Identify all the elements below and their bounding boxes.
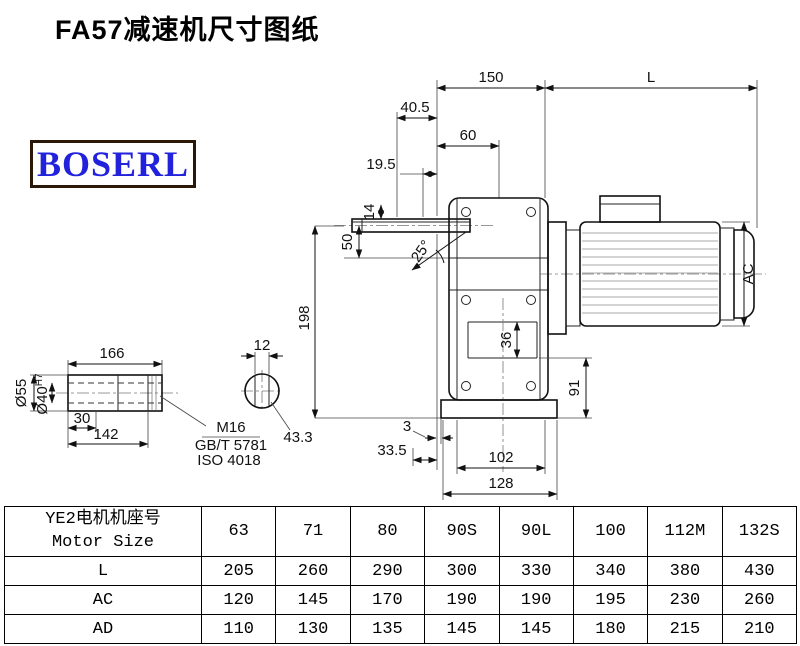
logo-text: BOSERL — [36, 144, 190, 184]
size-col: 132S — [721, 506, 798, 557]
table-cell: 205 — [200, 556, 277, 586]
input-shaft: 14 50 25° 198 — [296, 204, 494, 419]
thread-gbt-label: GB/T 5781 — [195, 437, 267, 454]
thread-M16-label: M16 — [216, 419, 245, 436]
table-cell: 170 — [349, 585, 426, 615]
table-cell: 260 — [721, 585, 798, 615]
motor-size-table: YE2电机机座号 Motor Size 63 71 80 90S 90L 100… — [4, 506, 798, 644]
dim-40H7-label: Ø40H7 — [34, 373, 51, 415]
table-row-L: L 205 260 290 300 330 340 380 430 — [4, 556, 798, 586]
table-cell: 130 — [275, 614, 351, 644]
dim-60-label: 60 — [460, 127, 477, 144]
bottom-dimensions: 3 33.5 102 128 — [377, 418, 558, 500]
size-col: 63 — [200, 506, 277, 557]
table-cell: 290 — [349, 556, 426, 586]
table-cell: 190 — [498, 585, 574, 615]
table-cell: 330 — [498, 556, 574, 586]
dim-166-label: 166 — [99, 345, 124, 362]
dim-142-label: 142 — [93, 426, 118, 443]
size-col: 100 — [572, 506, 649, 557]
dim-19-5-label: 19.5 — [366, 156, 395, 173]
technical-drawing: 150 L 40.5 60 19.5 14 50 25° 198 — [13, 69, 766, 500]
table-row-AC: AC 120 145 170 190 190 195 230 260 — [4, 585, 798, 615]
dim-198-label: 198 — [296, 305, 313, 330]
dim-102-label: 102 — [488, 449, 513, 466]
table-header-row: YE2电机机座号 Motor Size 63 71 80 90S 90L 100… — [4, 506, 798, 557]
dim-3-label: 3 — [403, 418, 411, 435]
table-cell: 215 — [647, 614, 723, 644]
dim-50-label: 50 — [339, 234, 356, 251]
table-cell: 380 — [647, 556, 723, 586]
table-cell: 145 — [275, 585, 351, 615]
table-cell: 190 — [424, 585, 500, 615]
size-col: 80 — [349, 506, 426, 557]
table-cell: 430 — [721, 556, 798, 586]
table-cell: 230 — [647, 585, 723, 615]
dim-43-3-label: 43.3 — [283, 429, 312, 446]
table-cell: 145 — [498, 614, 574, 644]
shaft-end-view: 12 43.3 — [241, 337, 313, 446]
header-line2: Motor Size — [51, 532, 155, 552]
dim-36-label: 36 — [498, 332, 515, 349]
header-line1: YE2电机机座号 — [45, 509, 161, 529]
table-cell: 145 — [424, 614, 500, 644]
dim-30-label: 30 — [74, 410, 91, 427]
top-dimensions: 150 L 40.5 60 19.5 — [366, 69, 758, 470]
dim-91-label: 91 — [566, 380, 583, 397]
gearbox-housing: 36 91 — [440, 197, 592, 472]
dim-55-label: Ø55 — [13, 379, 30, 407]
size-col: 71 — [275, 506, 351, 557]
table-cell: 180 — [572, 614, 649, 644]
row-label: AD — [4, 614, 202, 644]
row-label: L — [4, 556, 202, 586]
row-label: AC — [4, 585, 202, 615]
table-cell: 195 — [572, 585, 649, 615]
dim-40-5-label: 40.5 — [400, 99, 429, 116]
dim-128-label: 128 — [488, 475, 513, 492]
motor: AC — [540, 195, 766, 335]
dim-L-label: L — [647, 69, 655, 86]
table-cell: 135 — [349, 614, 426, 644]
size-col: 112M — [647, 506, 723, 557]
dim-25deg-label: 25° — [408, 237, 435, 265]
dim-33-5-label: 33.5 — [377, 442, 406, 459]
dim-14-label: 14 — [361, 204, 378, 221]
table-cell: 210 — [721, 614, 798, 644]
page-title: FA57减速机尺寸图纸 — [55, 15, 320, 45]
table-cell: 110 — [200, 614, 277, 644]
table-header-cell: YE2电机机座号 Motor Size — [4, 506, 202, 557]
dim-AC-label: AC — [740, 263, 757, 284]
table-cell: 120 — [200, 585, 277, 615]
table-cell: 300 — [424, 556, 500, 586]
table-cell: 260 — [275, 556, 351, 586]
table-row-AD: AD 110 130 135 145 145 180 215 210 — [4, 614, 798, 644]
boserl-logo: BOSERL — [30, 140, 196, 188]
shaft-detail-view: 166 Ø55 Ø40H7 30 142 M16 GB/T 5781 ISO 4… — [13, 345, 267, 469]
size-col: 90S — [424, 506, 500, 557]
table-cell: 340 — [572, 556, 649, 586]
dim-12-label: 12 — [254, 337, 271, 354]
size-col: 90L — [498, 506, 574, 557]
thread-iso-label: ISO 4018 — [197, 452, 260, 469]
dim-150-label: 150 — [478, 69, 503, 86]
